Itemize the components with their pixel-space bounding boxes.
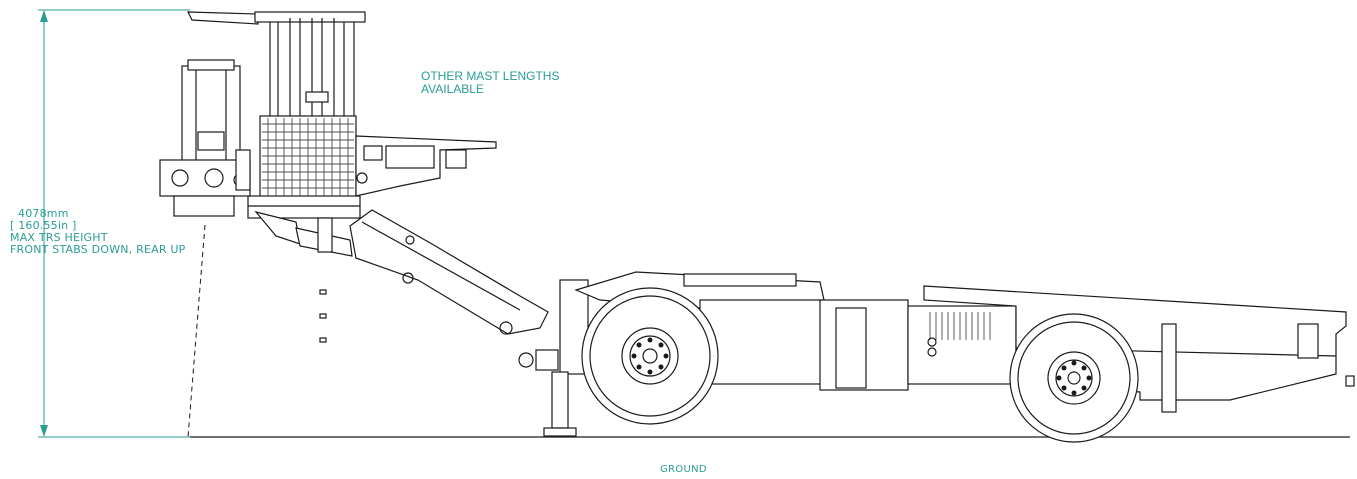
boom-arm bbox=[254, 209, 549, 335]
dimension-caption-1: MAX TRS HEIGHT bbox=[10, 231, 108, 244]
operator-deck bbox=[355, 135, 497, 197]
drill-head bbox=[159, 59, 251, 217]
reach-dashed-line bbox=[187, 224, 206, 438]
dimension-label: 4078mm [ 160.55in ] MAX TRS HEIGHT FRONT… bbox=[10, 208, 185, 256]
mast-lengths-note: OTHER MAST LENGTHS AVAILABLE bbox=[421, 70, 559, 96]
mast-note-line-2: AVAILABLE bbox=[421, 82, 484, 96]
loose-hardware bbox=[319, 289, 327, 343]
mast bbox=[187, 11, 366, 118]
ground-label: GROUND bbox=[660, 464, 707, 475]
mast-note-line-1: OTHER MAST LENGTHS bbox=[421, 69, 560, 83]
rear-wheel bbox=[1009, 313, 1139, 443]
dimension-caption-2: FRONT STABS DOWN, REAR UP bbox=[10, 243, 186, 256]
front-stabilizer bbox=[518, 279, 589, 437]
dimension-value-mm: 4078mm bbox=[18, 207, 69, 220]
height-dimension-line bbox=[38, 9, 190, 438]
mast-carriage-block bbox=[247, 115, 361, 219]
dimension-value-in: [ 160.55in ] bbox=[10, 219, 77, 232]
front-wheel bbox=[581, 287, 719, 425]
